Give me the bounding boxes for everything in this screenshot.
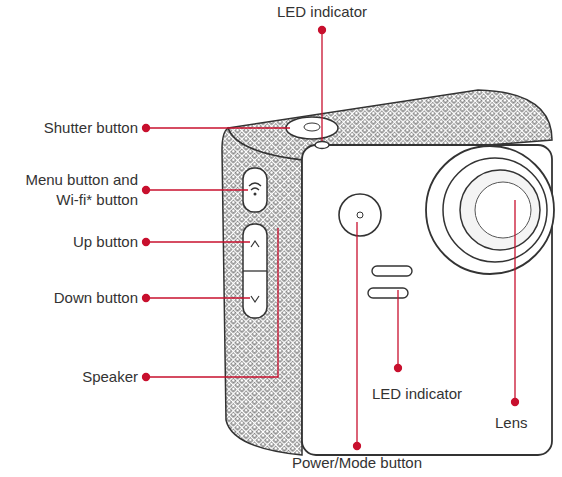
leader-dot — [143, 295, 150, 302]
lens-ring — [443, 158, 547, 262]
leader-line — [146, 228, 278, 377]
leader-line — [397, 290, 398, 368]
part-label: Down button — [54, 288, 138, 308]
leader-line — [146, 189, 248, 190]
front-slot — [372, 266, 412, 276]
part-label: LED indicator — [277, 2, 367, 22]
shutter-icon — [304, 123, 320, 131]
part-label: Menu button and Wi-fi* button — [6, 170, 138, 210]
part-label: Lens — [495, 413, 528, 433]
leader-dot — [512, 399, 519, 406]
leader-line — [321, 30, 322, 141]
leader-dot — [143, 125, 150, 132]
leader-line — [146, 297, 250, 298]
leader-dot — [354, 443, 361, 450]
wifi-dot — [254, 193, 257, 196]
up-icon — [251, 241, 259, 247]
part-label: Speaker — [82, 367, 138, 387]
leader-dot — [395, 365, 402, 372]
leader-dot — [319, 27, 326, 34]
leader-dot — [143, 374, 150, 381]
lens-inner — [475, 182, 531, 238]
part-label: LED indicator — [372, 384, 462, 404]
power-icon — [357, 212, 363, 218]
part-label: Shutter button — [44, 118, 138, 138]
leader-dot — [143, 187, 150, 194]
leader-dot — [143, 239, 150, 246]
shutter-button — [286, 117, 338, 139]
leader-line — [146, 127, 290, 128]
part-label: Power/Mode button — [292, 453, 422, 473]
leader-line — [514, 200, 515, 402]
part-label: Up button — [73, 232, 138, 252]
power-button — [339, 194, 381, 236]
front-face — [302, 145, 552, 455]
front-slot — [368, 288, 408, 298]
leader-line — [146, 241, 250, 242]
wifi-icon — [249, 183, 261, 190]
down-icon — [251, 296, 259, 302]
rocker-button — [243, 224, 267, 318]
top-led — [315, 142, 329, 149]
side-face — [222, 128, 302, 455]
leader-line — [356, 222, 357, 446]
leader-lines — [143, 27, 519, 450]
lens-glass — [460, 170, 540, 250]
lens-housing — [426, 146, 554, 274]
rocker-divider — [243, 270, 267, 271]
